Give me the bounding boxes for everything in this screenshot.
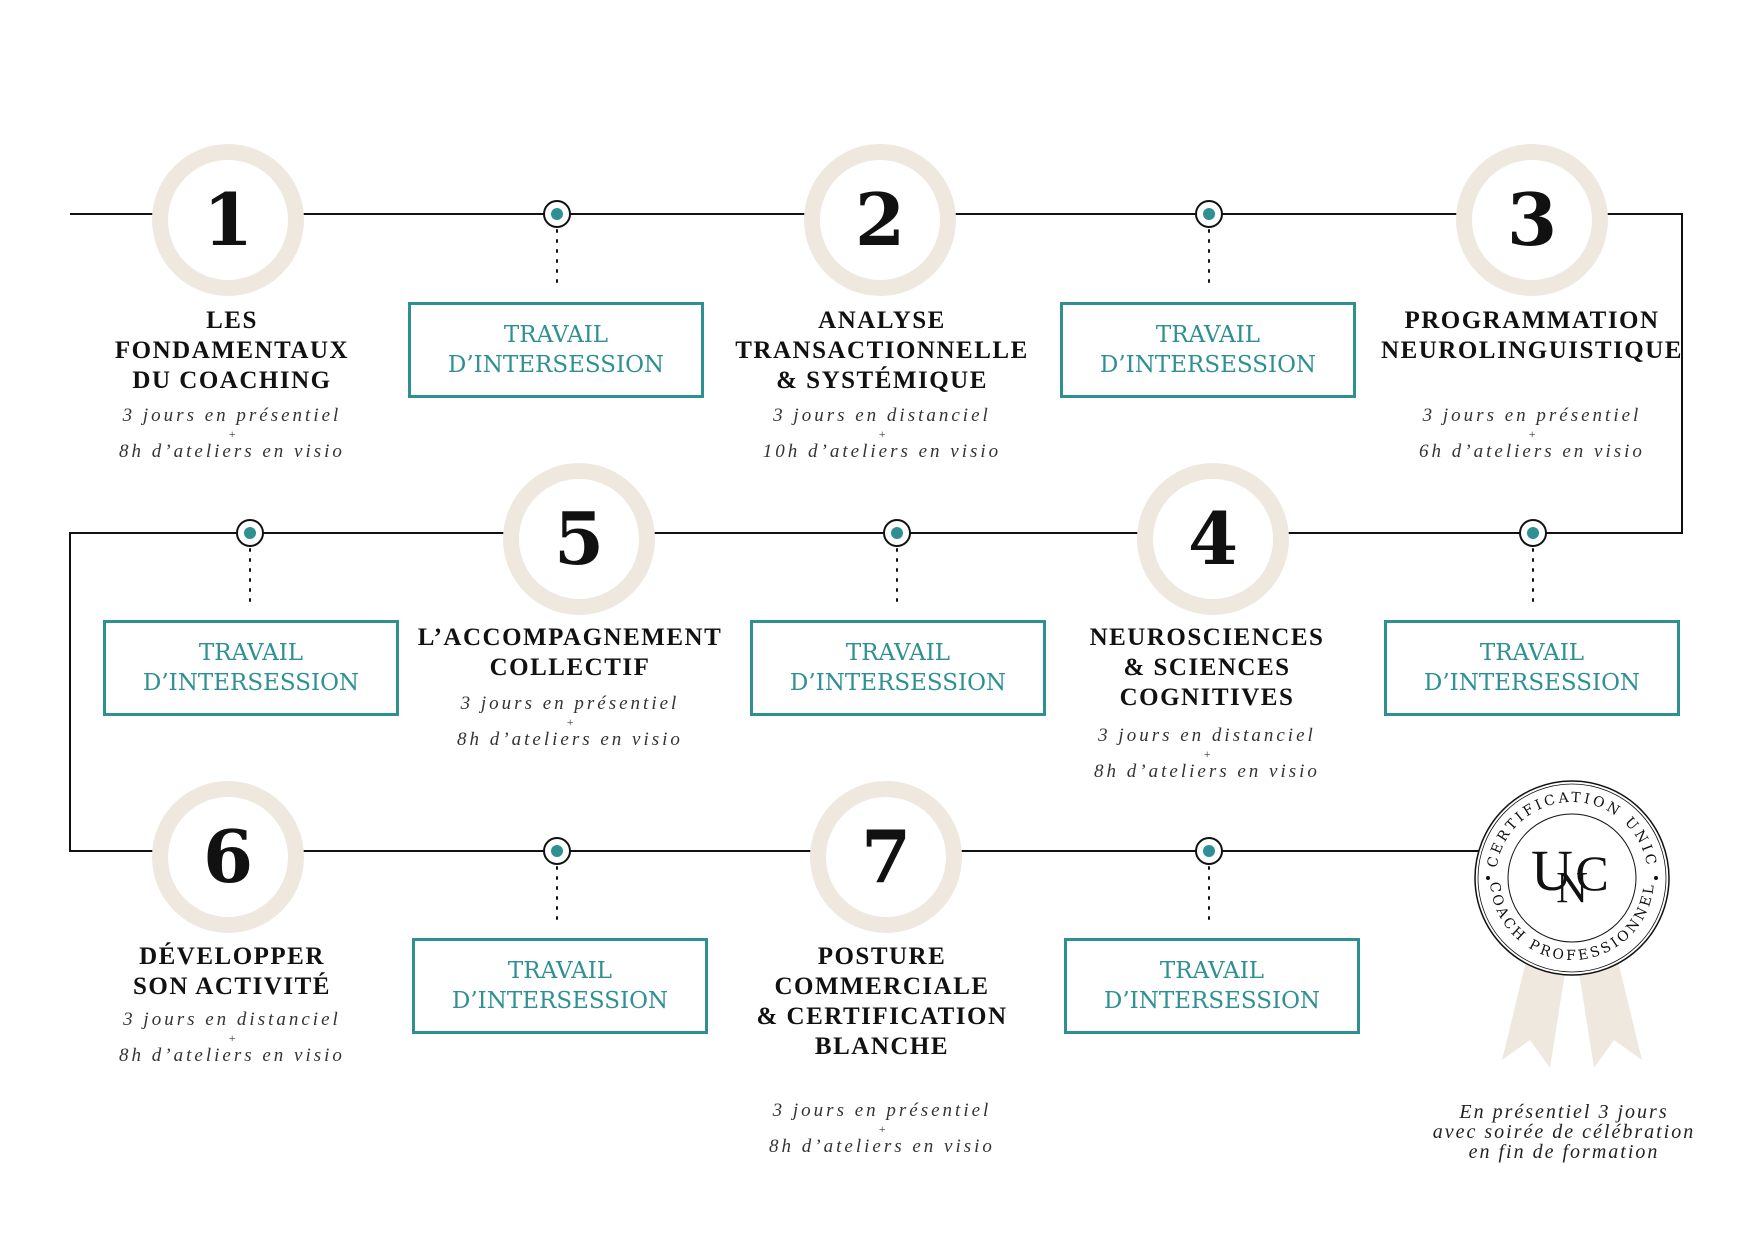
- step-7-circle: 7: [810, 781, 962, 933]
- step-6-detail: 3 jours en distanciel + 8h d’ateliers en…: [72, 1008, 392, 1068]
- intersession-box-7: TRAVAIL D’INTERSESSION: [1064, 938, 1360, 1034]
- step-7-detail: 3 jours en présentiel + 8h d’ateliers en…: [722, 1099, 1042, 1159]
- step-3-detail: 3 jours en présentiel + 6h d’ateliers en…: [1372, 404, 1692, 464]
- step-2-detail: 3 jours en distanciel + 10h d’ateliers e…: [722, 404, 1042, 464]
- step-1-detail: 3 jours en présentiel + 8h d’ateliers en…: [72, 404, 392, 464]
- node-dot: [543, 837, 571, 865]
- step-5-detail: 3 jours en présentiel + 8h d’ateliers en…: [410, 692, 730, 752]
- step-4-detail-bottom: 8h d’ateliers en visio: [1094, 761, 1320, 782]
- step-2-number: 2: [854, 177, 906, 262]
- step-1-number: 1: [202, 177, 254, 262]
- process-line: [69, 213, 1683, 852]
- step-4-detail-plus: +: [1202, 747, 1212, 761]
- step-6-number: 6: [202, 814, 254, 899]
- node-dot: [1195, 837, 1223, 865]
- step-2-circle: 2: [804, 144, 956, 296]
- step-6-circle: 6: [152, 781, 304, 933]
- step-3-title: PROGRAMMATION NEUROLINGUISTIQUE: [1381, 307, 1683, 364]
- seal-monogram-n: N: [1556, 863, 1588, 912]
- step-1-title: LES FONDAMENTAUX DU COACHING: [114, 307, 350, 394]
- certification-seal-icon: CERTIFICATION UNIC COACH PROFESSIONNEL U…: [1474, 780, 1670, 1068]
- step-2-detail-bottom: 10h d’ateliers en visio: [762, 441, 1002, 462]
- node-dot: [543, 200, 571, 228]
- step-7-detail-top: 3 jours en présentiel: [772, 1100, 992, 1121]
- step-5-circle: 5: [503, 463, 655, 615]
- step-2-detail-top: 3 jours en distanciel: [773, 405, 991, 426]
- step-3-number: 3: [1506, 177, 1558, 262]
- step-3-detail-plus: +: [1527, 427, 1537, 441]
- step-4-number: 4: [1187, 496, 1239, 581]
- step-1-detail-top: 3 jours en présentiel: [122, 405, 342, 426]
- step-7-number: 7: [860, 814, 912, 899]
- step-1-detail-plus: +: [227, 427, 237, 441]
- node-dot: [883, 519, 911, 547]
- step-5-detail-top: 3 jours en présentiel: [460, 693, 680, 714]
- intersession-box-4: TRAVAIL D’INTERSESSION: [750, 620, 1046, 716]
- step-2-title: ANALYSE TRANSACTIONNELLE & SYSTÉMIQUE: [735, 307, 1029, 394]
- node-dots: [236, 200, 1547, 865]
- step-5-title: L’ACCOMPAGNEMENT COLLECTIF: [417, 624, 723, 681]
- intersession-box-6: TRAVAIL D’INTERSESSION: [412, 938, 708, 1034]
- seal-monogram-u: U: [1531, 838, 1573, 903]
- seal-monogram-c: C: [1575, 845, 1608, 901]
- step-3-detail-bottom: 6h d’ateliers en visio: [1419, 441, 1645, 462]
- step-6-title: DÉVELOPPER SON ACTIVITÉ: [133, 943, 331, 1000]
- step-4-circle: 4: [1137, 463, 1289, 615]
- step-7-detail-plus: +: [877, 1122, 887, 1136]
- intersession-box-3: TRAVAIL D’INTERSESSION: [1384, 620, 1680, 716]
- node-dot: [1519, 519, 1547, 547]
- step-5-number: 5: [553, 496, 605, 581]
- step-4-detail: 3 jours en distanciel + 8h d’ateliers en…: [1047, 724, 1367, 784]
- step-4-title: NEUROSCIENCES & SCIENCES COGNITIVES: [1089, 624, 1325, 711]
- intersession-box-2: TRAVAIL D’INTERSESSION: [1060, 302, 1356, 398]
- step-2-detail-plus: +: [877, 427, 887, 441]
- intersession-box-5: TRAVAIL D’INTERSESSION: [103, 620, 399, 716]
- step-4-detail-top: 3 jours en distanciel: [1098, 725, 1316, 746]
- certification-text: En présentiel 3 jours avec soirée de cél…: [1432, 1101, 1696, 1163]
- step-6-detail-plus: +: [227, 1031, 237, 1045]
- node-dot: [1195, 200, 1223, 228]
- step-3-circle: 3: [1456, 144, 1608, 296]
- intersession-box-1: TRAVAIL D’INTERSESSION: [408, 302, 704, 398]
- step-3-detail-top: 3 jours en présentiel: [1422, 405, 1642, 426]
- step-5-detail-bottom: 8h d’ateliers en visio: [457, 729, 683, 750]
- step-7-title: POSTURE COMMERCIALE & CERTIFICATION BLAN…: [756, 943, 1008, 1060]
- step-6-detail-bottom: 8h d’ateliers en visio: [119, 1045, 345, 1066]
- node-dot: [236, 519, 264, 547]
- step-1-circle: 1: [152, 144, 304, 296]
- step-6-detail-top: 3 jours en distanciel: [123, 1009, 341, 1030]
- dotted-connectors: [249, 229, 1534, 927]
- step-1-detail-bottom: 8h d’ateliers en visio: [119, 441, 345, 462]
- step-7-detail-bottom: 8h d’ateliers en visio: [769, 1136, 995, 1157]
- step-5-detail-plus: +: [565, 715, 575, 729]
